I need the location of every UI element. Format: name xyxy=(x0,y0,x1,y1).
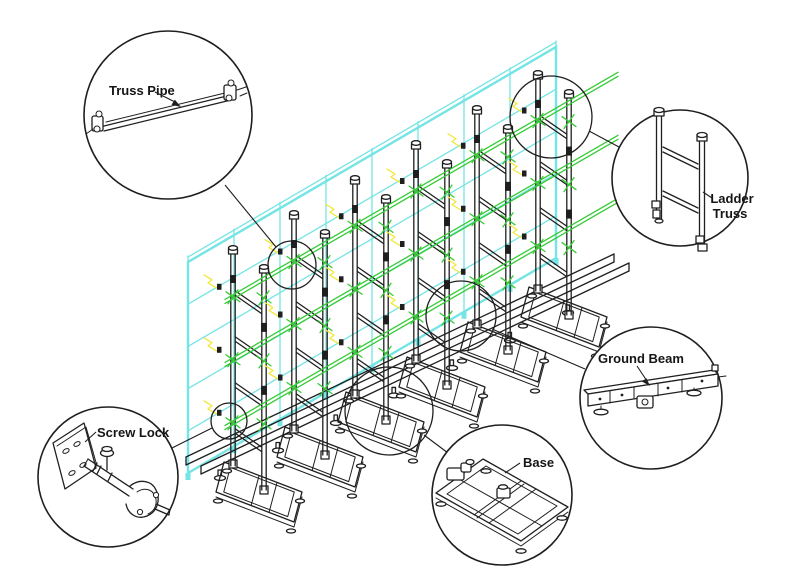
ground-beam-arrowhead xyxy=(641,378,650,386)
ladder-truss-unit xyxy=(532,70,575,316)
leader-truss-pipe xyxy=(224,184,277,248)
leader-ladder-truss xyxy=(588,130,620,148)
ladder-truss-circle xyxy=(611,109,749,247)
ladder-truss-unit xyxy=(410,140,453,386)
highlight-ladder-truss-area xyxy=(509,75,593,159)
truss-pipe-label-leader xyxy=(154,91,178,104)
ladder-truss-unit xyxy=(471,105,514,351)
callout-truss-pipe: Truss Pipe xyxy=(83,30,253,200)
callout-ladder-truss: Ladder Truss xyxy=(611,106,754,252)
leader-base xyxy=(423,434,449,454)
callout-ground-beam: Ground Beam xyxy=(579,326,727,470)
connector-clips xyxy=(203,97,577,432)
leader-ground-beam xyxy=(491,328,586,370)
screw-lock-label: Screw Lock xyxy=(97,425,170,440)
ladder-truss-label-leader xyxy=(702,191,713,199)
callout-base: Base xyxy=(431,424,573,566)
ground-beam-label-leader xyxy=(636,365,648,382)
ladder-truss-drawing xyxy=(651,106,708,252)
screw-lock-label-leader xyxy=(84,431,97,443)
ladder-truss-unit xyxy=(349,175,392,421)
screw-lock-drawing xyxy=(52,422,171,518)
highlight-rings xyxy=(171,75,620,456)
ground-beam-drawing xyxy=(583,364,727,416)
base-drawing xyxy=(435,458,569,554)
ladder-truss-label-line1: Ladder xyxy=(710,191,753,206)
highlight-base-area xyxy=(344,366,434,456)
bases-and-ladders xyxy=(212,70,611,534)
leader-screw-lock xyxy=(171,427,213,449)
highlight-truss-pipe-area xyxy=(267,240,317,290)
base-unit xyxy=(212,459,306,534)
truss-pipe-arrowhead xyxy=(171,99,181,107)
base-unit xyxy=(273,424,367,499)
callout-screw-lock: Screw Lock xyxy=(37,406,179,548)
base-unit xyxy=(395,354,489,429)
highlight-screw-lock-area xyxy=(210,402,248,440)
highlight-ground-beam-area xyxy=(425,280,497,352)
base-unit xyxy=(334,389,428,464)
base-label: Base xyxy=(523,455,554,470)
base-unit xyxy=(456,319,550,394)
truss-pipe-label: Truss Pipe xyxy=(109,83,175,98)
ground-beam-label: Ground Beam xyxy=(598,351,684,366)
ladder-truss-unit xyxy=(288,210,331,456)
base-label-leader xyxy=(504,462,521,474)
ladder-truss-label-line2: Truss xyxy=(713,206,748,221)
truss-pipe-drawing xyxy=(85,79,248,135)
